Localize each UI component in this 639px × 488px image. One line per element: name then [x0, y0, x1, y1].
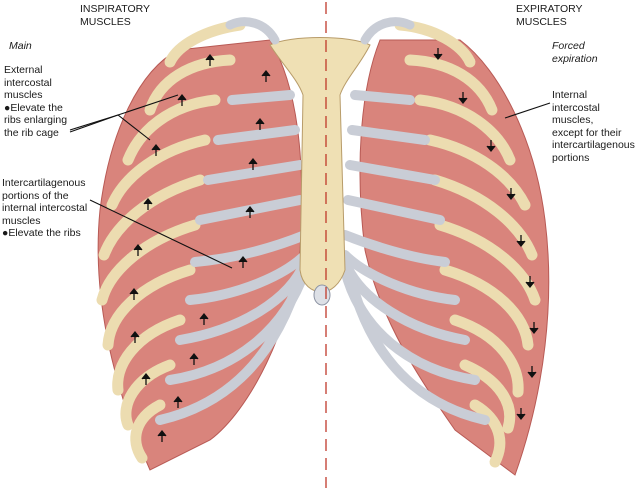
left-costal-cartilages: [155, 90, 310, 425]
forced-expiration-label: Forced expiration: [552, 40, 598, 65]
pointer-lines: [69, 94, 551, 269]
expiratory-heading: EXPIRATORY MUSCLES: [516, 3, 583, 28]
left-arrows-up: [129, 53, 271, 442]
xiphoid-process: [313, 284, 331, 306]
right-ribs: [394, 19, 541, 468]
right-clavicle-stub: [360, 17, 415, 45]
main-label: Main: [9, 40, 32, 52]
intercartilagenous-label: Intercartilagenous portions of the inter…: [2, 177, 88, 239]
external-intercostal-label: External intercostal muscles ●Elevate th…: [4, 64, 68, 139]
sternum: [269, 37, 371, 293]
right-arrows-down: [433, 48, 539, 421]
right-costal-cartilages: [340, 90, 490, 425]
left-clavicle-stub: [225, 17, 280, 45]
internal-intercostal-label: Internal intercostal muscles, except for…: [552, 89, 635, 164]
inspiratory-heading: INSPIRATORY MUSCLES: [80, 3, 151, 28]
